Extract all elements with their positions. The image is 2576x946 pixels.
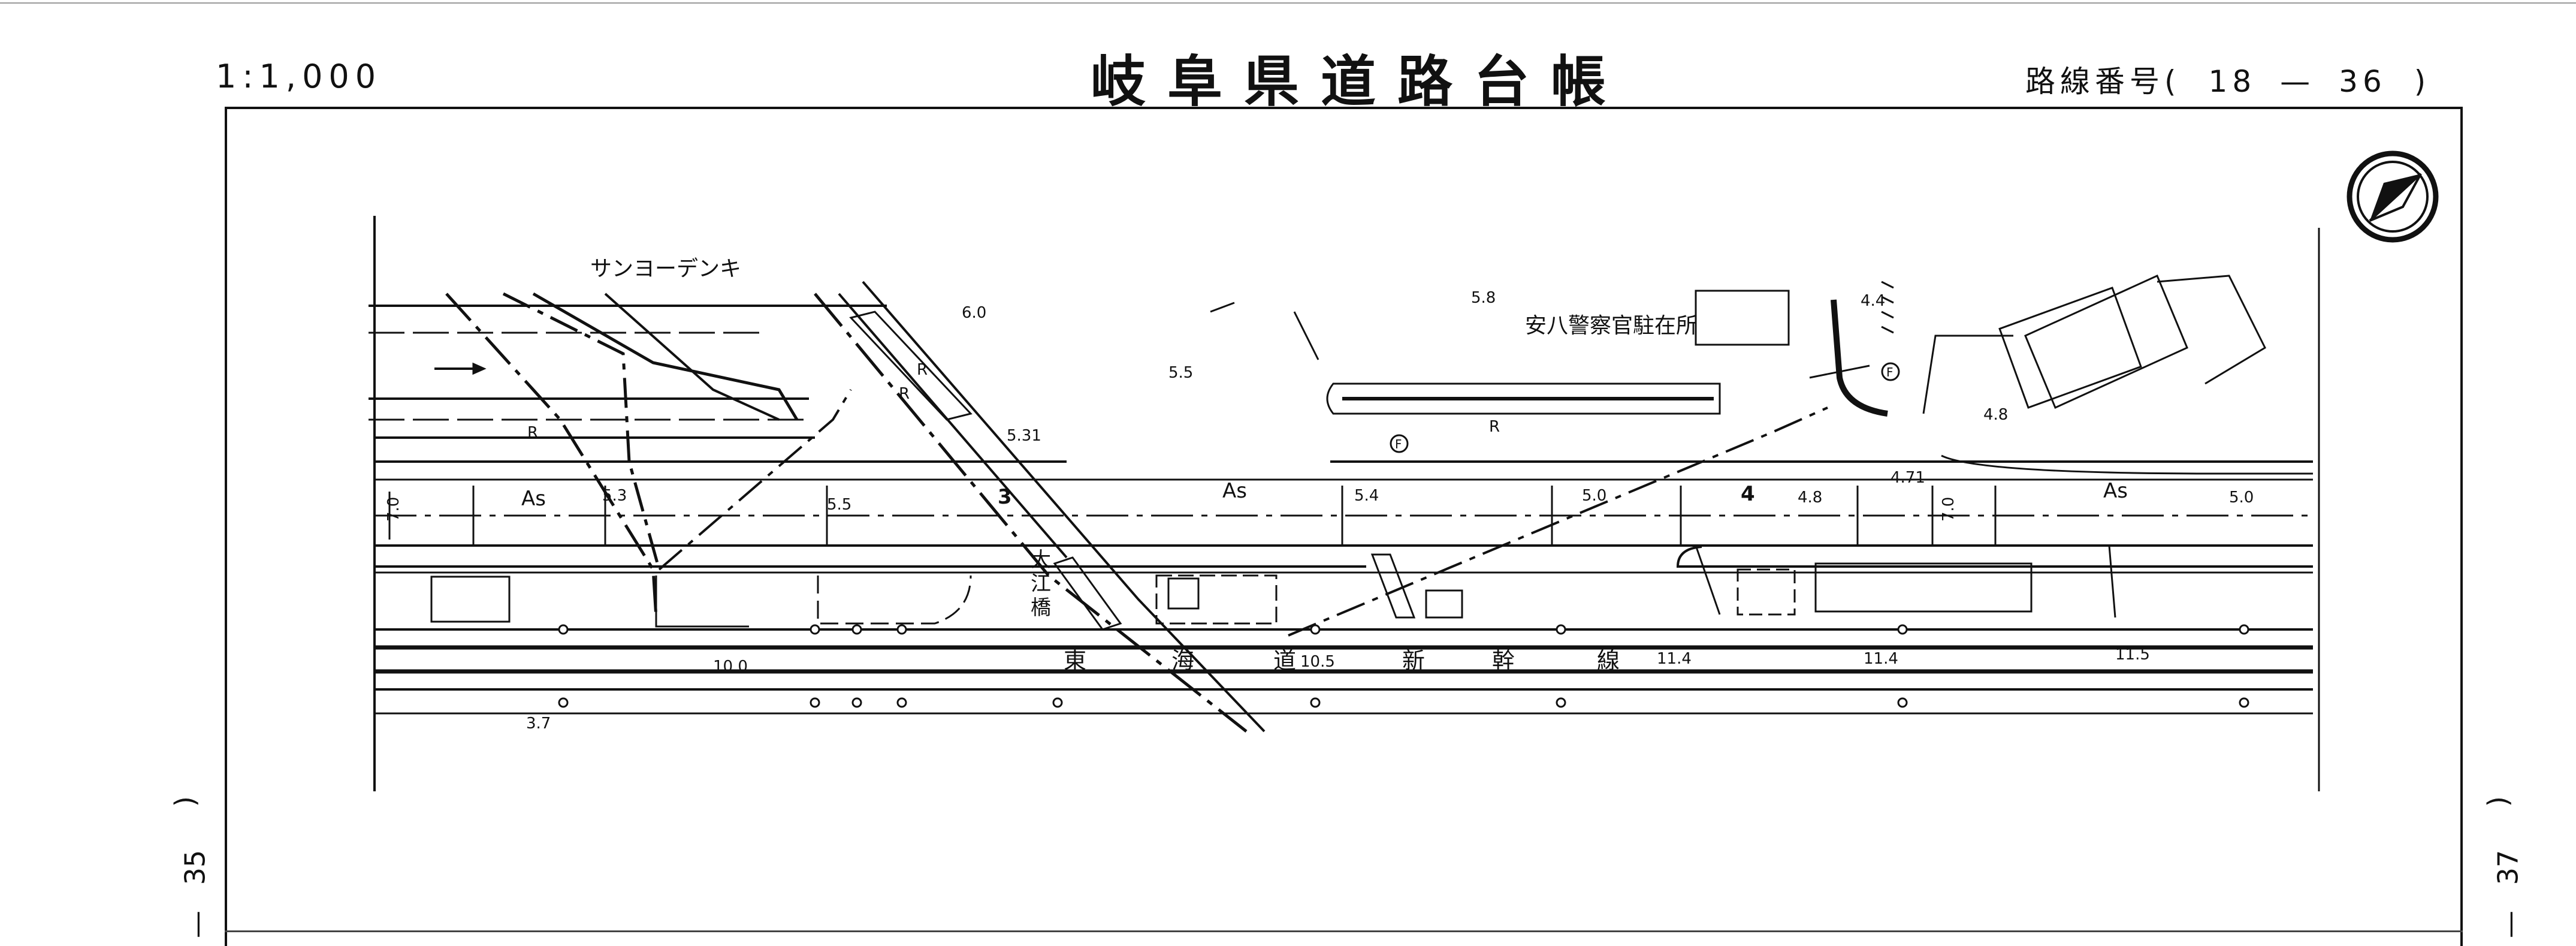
elevation: 5.31 [1007,427,1041,445]
road-mark: R [917,361,928,379]
diagonal-boundaries [445,281,1828,733]
railway-name: 東 海 道 新 幹 線 [1064,647,1620,674]
map-frame [225,107,2463,946]
road-mark: R [899,385,910,403]
dimension-marks [388,362,1997,546]
railway-char: 線 [1597,647,1620,674]
route-number: 路線番号( 18 — 36) [2025,58,2430,101]
route-label: 路線番号( [2025,64,2181,99]
rail-poles [558,624,2249,708]
elevation: 3.7 [526,715,551,733]
road-mark: R [527,424,538,442]
road-width: 7.0 [385,497,403,522]
north-ticks [1210,281,1894,360]
elevation: 4.8 [1798,489,1822,507]
police-box-label: 安八警察官駐在所 [1525,314,1698,338]
railway-char: 幹 [1492,647,1515,674]
elevation: 5.8 [1471,289,1496,307]
road-widths: 7.0 7.0 [385,497,1958,522]
bridge-label-2: 江 [1031,572,1051,596]
upper-frontage [369,305,2313,463]
elevation: 10.5 [1300,653,1335,671]
railway-char: 東 [1064,647,1086,674]
elevation: 5.5 [1168,364,1193,382]
railway-char: 海 [1171,647,1194,674]
road-mark: R [1489,418,1500,436]
hydrant-label: F [1886,365,1894,379]
elevation: 5.4 [1354,487,1379,505]
station-label: 3 [998,485,1012,509]
route-close: ) [2414,64,2431,99]
bridge-label-3: 橋 [1031,596,1051,620]
roadside-lots [375,545,2313,628]
frame-bottom-rule [225,930,2463,932]
hydrant-icon [1390,434,1409,453]
company-label: サンヨーデンキ [590,257,741,281]
road-width: 7.0 [1940,497,1958,522]
pavement-label: As [521,487,546,511]
shinkansen-railway [375,628,2313,715]
elevation: 6.0 [962,304,986,322]
route-dash: — [2280,64,2315,99]
railway-char: 道 [1273,647,1296,674]
elevation: 4.71 [1891,469,1925,487]
pavement-label: As [2103,479,2128,503]
bridge-label-1: 大 [1031,548,1051,572]
railway-char: 新 [1402,647,1425,674]
elevation: 5.0 [2229,489,2254,507]
pavement-label: As [1222,479,1247,503]
north-arrow-icon [2347,150,2439,243]
route-number-a: 18 [2208,64,2257,99]
elevation-points: 6.0 5.8 5.5 4.4 4.8 5.31 5.3 5.5 5.4 5.0… [526,289,2254,733]
elevation: 11.5 [2115,646,2150,664]
top-rule [0,2,2576,4]
sheet-title: 岐阜県道路台帳 [1091,50,1628,114]
scale-label: 1:1,000 [216,58,382,95]
elevation: 4.4 [1861,292,1885,310]
right-buildings [1695,274,2313,475]
elevation: 10.0 [713,658,748,676]
bridge-structures [849,299,1888,631]
main-road [375,478,2313,568]
elevation: 11.4 [1864,650,1898,668]
hydrant-label: F [1395,437,1402,451]
elevation: 5.5 [827,496,851,514]
elevation: 5.0 [1582,487,1606,505]
elevation: 5.3 [602,487,627,505]
elevation: 4.8 [1983,406,2008,424]
route-number-b: 36 [2339,64,2387,99]
elevation: 11.4 [1657,650,1692,668]
station-label: 4 [1741,482,1755,506]
hydrant-icon [1881,362,1900,381]
